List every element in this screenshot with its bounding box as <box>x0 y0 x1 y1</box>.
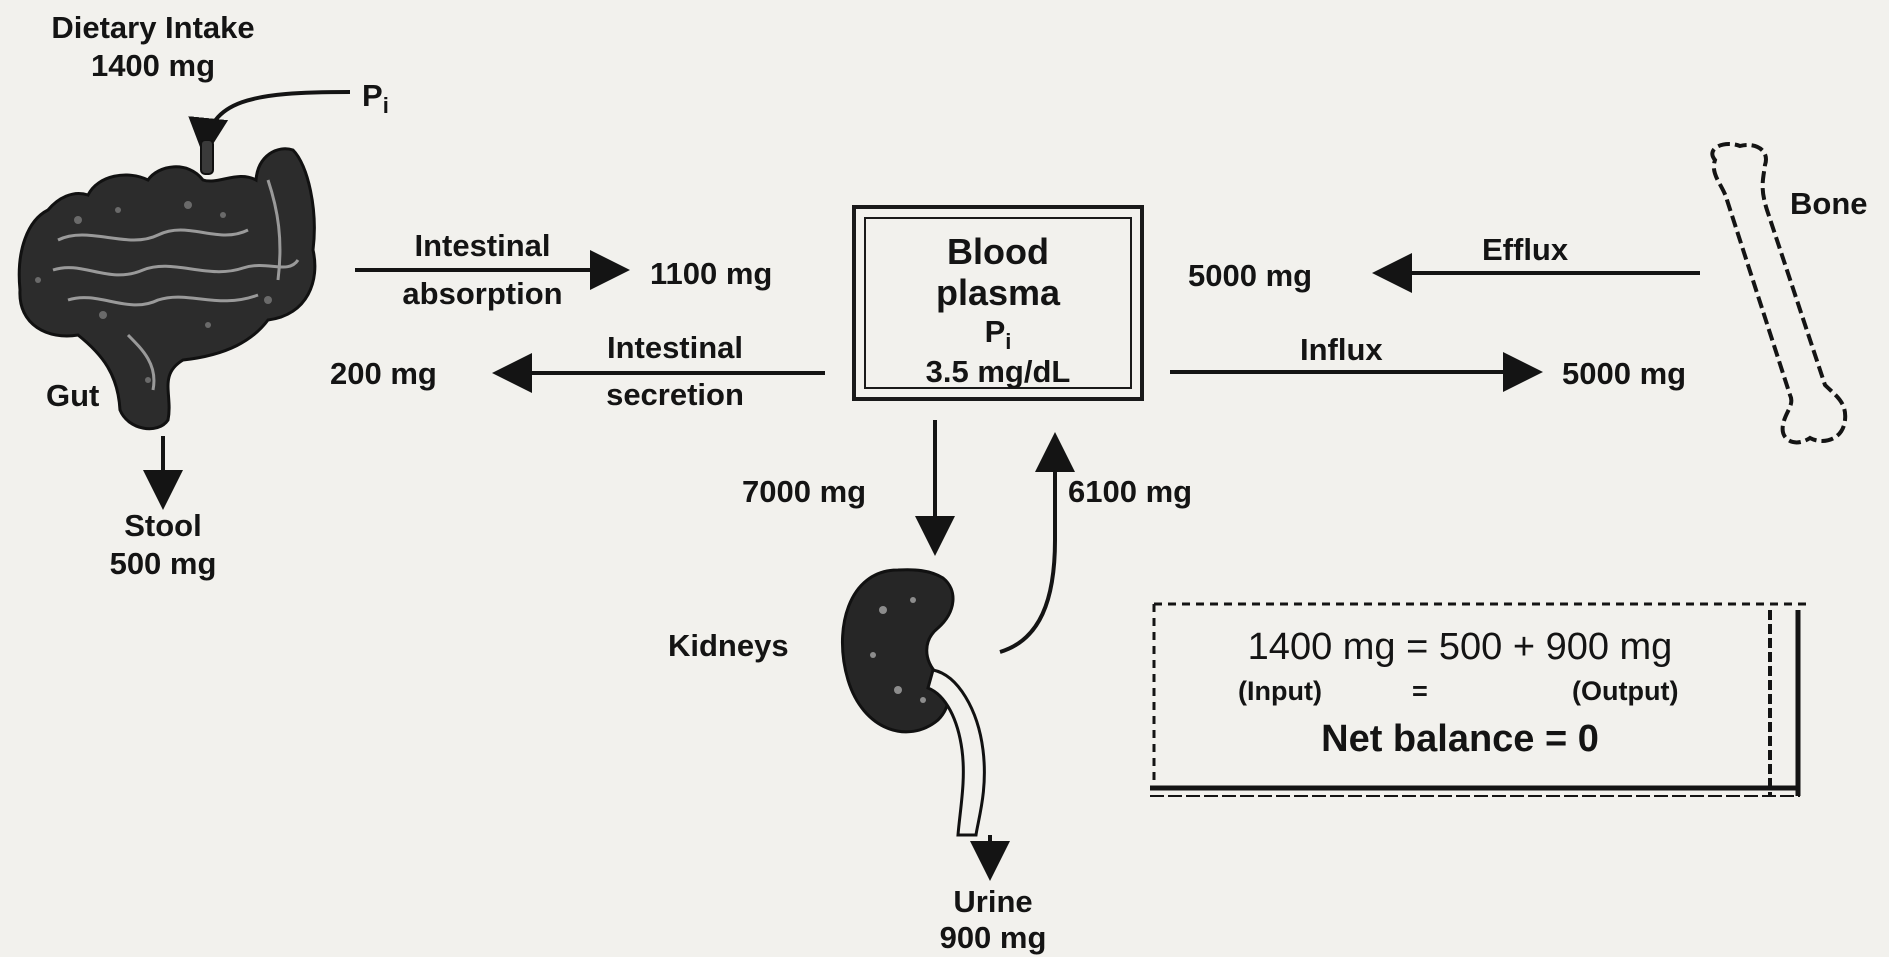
gut-label: Gut <box>46 378 99 414</box>
secretion-label-line1: Intestinal <box>560 330 790 366</box>
balance-equation: 1400 mg = 500 + 900 mg <box>1160 626 1760 670</box>
plasma-line1: Blood <box>856 231 1140 272</box>
intake-pi-label: Pi <box>362 78 389 118</box>
kidney-icon <box>838 560 1008 860</box>
pi-symbol: P <box>362 78 383 113</box>
balance-output-label: (Output) <box>1572 676 1678 707</box>
stool-amount: 500 mg <box>78 546 248 582</box>
influx-amount: 5000 mg <box>1562 356 1686 392</box>
balance-input-label: (Input) <box>1238 676 1322 707</box>
blood-plasma-text: Blood plasma Pi 3.5 mg/dL <box>856 231 1140 390</box>
efflux-label: Efflux <box>1482 232 1568 268</box>
bone-label: Bone <box>1790 186 1868 222</box>
efflux-amount: 5000 mg <box>1188 258 1312 294</box>
dietary-intake-amount: 1400 mg <box>18 48 288 84</box>
dietary-intake-title: Dietary Intake <box>18 10 288 46</box>
blood-plasma-box: Blood plasma Pi 3.5 mg/dL <box>852 205 1144 401</box>
balance-equals: = <box>1412 676 1428 707</box>
stool-label: Stool <box>78 508 248 544</box>
net-balance-box: 1400 mg = 500 + 900 mg (Input) = (Output… <box>1150 600 1810 800</box>
absorption-amount: 1100 mg <box>650 256 772 292</box>
urine-amount: 900 mg <box>908 920 1078 956</box>
plasma-concentration: 3.5 mg/dL <box>856 354 1140 390</box>
urine-label: Urine <box>908 884 1078 920</box>
net-balance-text: Net balance = 0 <box>1160 718 1760 762</box>
influx-label: Influx <box>1300 332 1383 368</box>
plasma-pi-subscript: i <box>1005 329 1011 354</box>
kidneys-label: Kidneys <box>668 628 789 664</box>
plasma-pi-symbol: P <box>985 314 1006 349</box>
filtered-amount: 7000 mg <box>742 474 866 510</box>
absorption-label-line1: Intestinal <box>360 228 605 264</box>
secretion-amount: 200 mg <box>330 356 437 392</box>
reabsorption-arrow <box>1000 440 1055 652</box>
reabsorbed-amount: 6100 mg <box>1068 474 1192 510</box>
plasma-pi: Pi <box>856 314 1140 354</box>
plasma-line2: plasma <box>856 272 1140 313</box>
pi-subscript: i <box>383 93 389 118</box>
absorption-label-line2: absorption <box>360 276 605 312</box>
secretion-label-line2: secretion <box>560 377 790 413</box>
